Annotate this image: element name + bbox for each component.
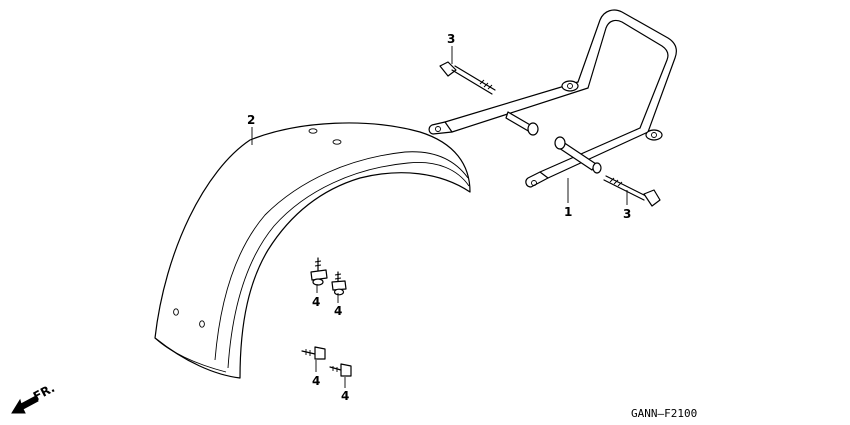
bolt-upper — [439, 61, 496, 95]
callout-1: 1 — [564, 205, 572, 219]
callout-4-c: 4 — [312, 374, 320, 388]
callout-2: 2 — [247, 113, 255, 127]
fastener-4b — [331, 271, 347, 296]
callout-4-a: 4 — [312, 295, 320, 309]
callout-3-top: 3 — [447, 32, 455, 46]
fastener-4a — [310, 257, 328, 286]
front-arrow-icon — [11, 395, 39, 414]
callout-3-right: 3 — [623, 207, 631, 221]
front-direction-marker: FR. — [11, 381, 57, 414]
front-label: FR. — [31, 381, 57, 404]
callout-4-d: 4 — [341, 389, 349, 403]
rear-fender — [154, 122, 471, 379]
leader-lines — [251, 46, 628, 388]
diagram-code: GANN–F2100 — [631, 407, 697, 420]
fastener-4c — [301, 346, 326, 360]
fastener-4d — [329, 363, 352, 377]
grab-rail-bracket — [428, 9, 677, 188]
callout-4-b: 4 — [334, 304, 342, 318]
bolt-lower — [603, 175, 661, 207]
